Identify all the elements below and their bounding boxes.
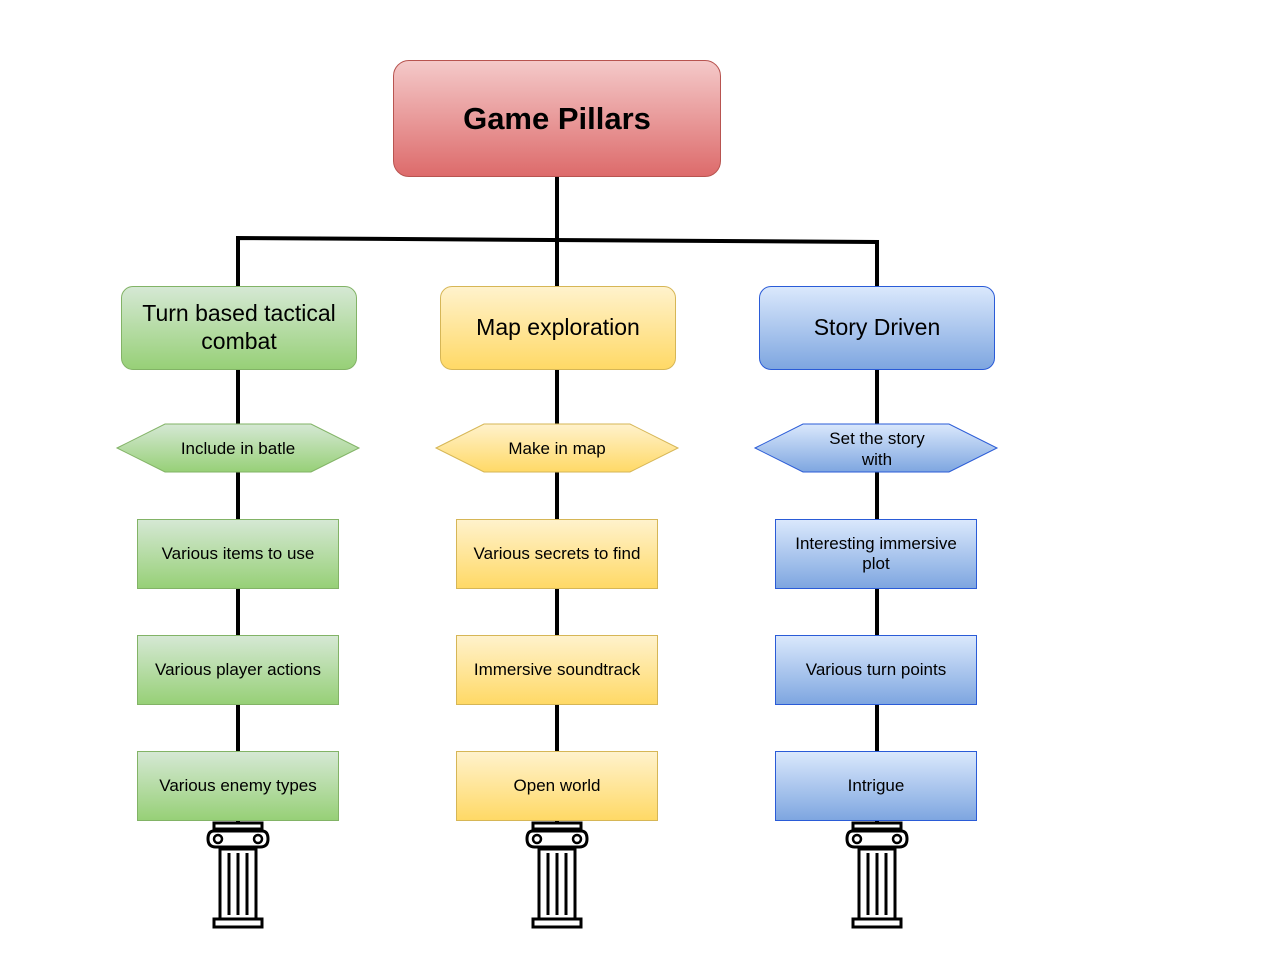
- hexagon-green: [115, 423, 361, 473]
- item-box: Open world: [456, 751, 658, 821]
- item-box: Interesting immersive plot: [775, 519, 977, 589]
- pillar-column-icon: [206, 821, 270, 929]
- item-box: Intrigue: [775, 751, 977, 821]
- hexagon-blue: [753, 423, 999, 473]
- connector-label-combat: Include in batle: [180, 439, 296, 459]
- hexagon-yellow: [434, 423, 680, 473]
- connector-label-exploration: Make in map: [508, 439, 606, 459]
- pillar-column-icon: [845, 821, 909, 929]
- pillar-story-driven: Story Driven: [759, 286, 995, 370]
- item-box: Various items to use: [137, 519, 339, 589]
- connector-label-story: Set the story with: [829, 428, 925, 469]
- pillar-map-exploration: Map exploration: [440, 286, 676, 370]
- item-box: Various player actions: [137, 635, 339, 705]
- pillar-turn-based-combat: Turn based tactical combat: [121, 286, 357, 370]
- item-box: Various secrets to find: [456, 519, 658, 589]
- pillar-column-icon: [525, 821, 589, 929]
- tree-connectors: [236, 177, 879, 823]
- item-box: Immersive soundtrack: [456, 635, 658, 705]
- item-box: Various enemy types: [137, 751, 339, 821]
- root-node: Game Pillars: [393, 60, 721, 177]
- item-box: Various turn points: [775, 635, 977, 705]
